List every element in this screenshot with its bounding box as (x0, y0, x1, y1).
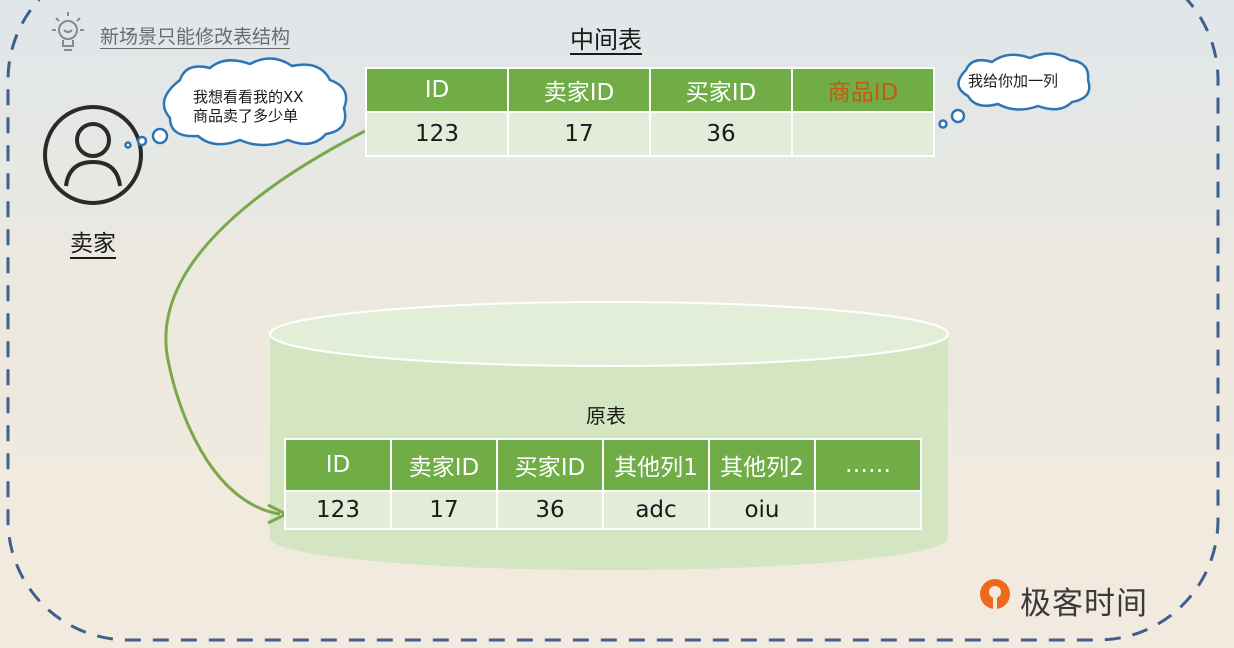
reply-bubble-text: 我给你加一列 (968, 72, 1059, 90)
column-header: 其他列2 (708, 438, 816, 492)
column-header: 买家ID (649, 67, 793, 113)
table-row: 123 17 36 (365, 111, 935, 157)
column-header: 卖家ID (507, 67, 651, 113)
table-cell: 17 (390, 490, 498, 530)
table-cell: oiu (708, 490, 816, 530)
scenario-tip: 新场景只能修改表结构 (100, 26, 291, 48)
user-avatar-icon (43, 105, 143, 205)
column-header: …… (814, 438, 922, 492)
table-cell: 123 (365, 111, 509, 157)
column-header: 卖家ID (390, 438, 498, 492)
column-header-new: 商品ID (791, 67, 935, 113)
intermediate-table-title: 中间表 (570, 26, 642, 54)
table-row: 123 17 36 adc oiu (284, 490, 922, 530)
seller-bubble-line-1: 我想看看我的XX (193, 88, 304, 106)
original-table: ID 卖家ID 买家ID 其他列1 其他列2 …… 123 17 36 adc … (284, 438, 922, 530)
geektime-logo-icon (980, 579, 1010, 610)
table-cell: 36 (649, 111, 793, 157)
original-table-title: 原表 (586, 404, 626, 428)
brand-name: 极客时间 (1020, 586, 1148, 622)
table-header-row: ID 卖家ID 买家ID 其他列1 其他列2 …… (284, 438, 922, 492)
seller-bubble-line-2: 商品卖了多少单 (193, 107, 299, 125)
seller-thought-cloud (124, 57, 348, 149)
table-cell: 17 (507, 111, 651, 157)
table-cell: 123 (284, 490, 392, 530)
seller-label: 卖家 (70, 231, 116, 257)
lightbulb-icon (52, 12, 84, 51)
table-cell (791, 111, 935, 157)
table-cell (814, 490, 922, 530)
column-header: ID (365, 67, 509, 113)
intermediate-table: ID 卖家ID 买家ID 商品ID 123 17 36 (365, 67, 935, 157)
column-header: 买家ID (496, 438, 604, 492)
dashed-frame (6, 0, 1220, 642)
seller-bubble-text: 我想看看我的XX 商品卖了多少单 (193, 88, 304, 126)
table-cell: adc (602, 490, 710, 530)
column-header: 其他列1 (602, 438, 710, 492)
table-cell: 36 (496, 490, 604, 530)
column-header: ID (284, 438, 392, 492)
table-header-row: ID 卖家ID 买家ID 商品ID (365, 67, 935, 113)
reply-thought-cloud (927, 52, 1091, 133)
